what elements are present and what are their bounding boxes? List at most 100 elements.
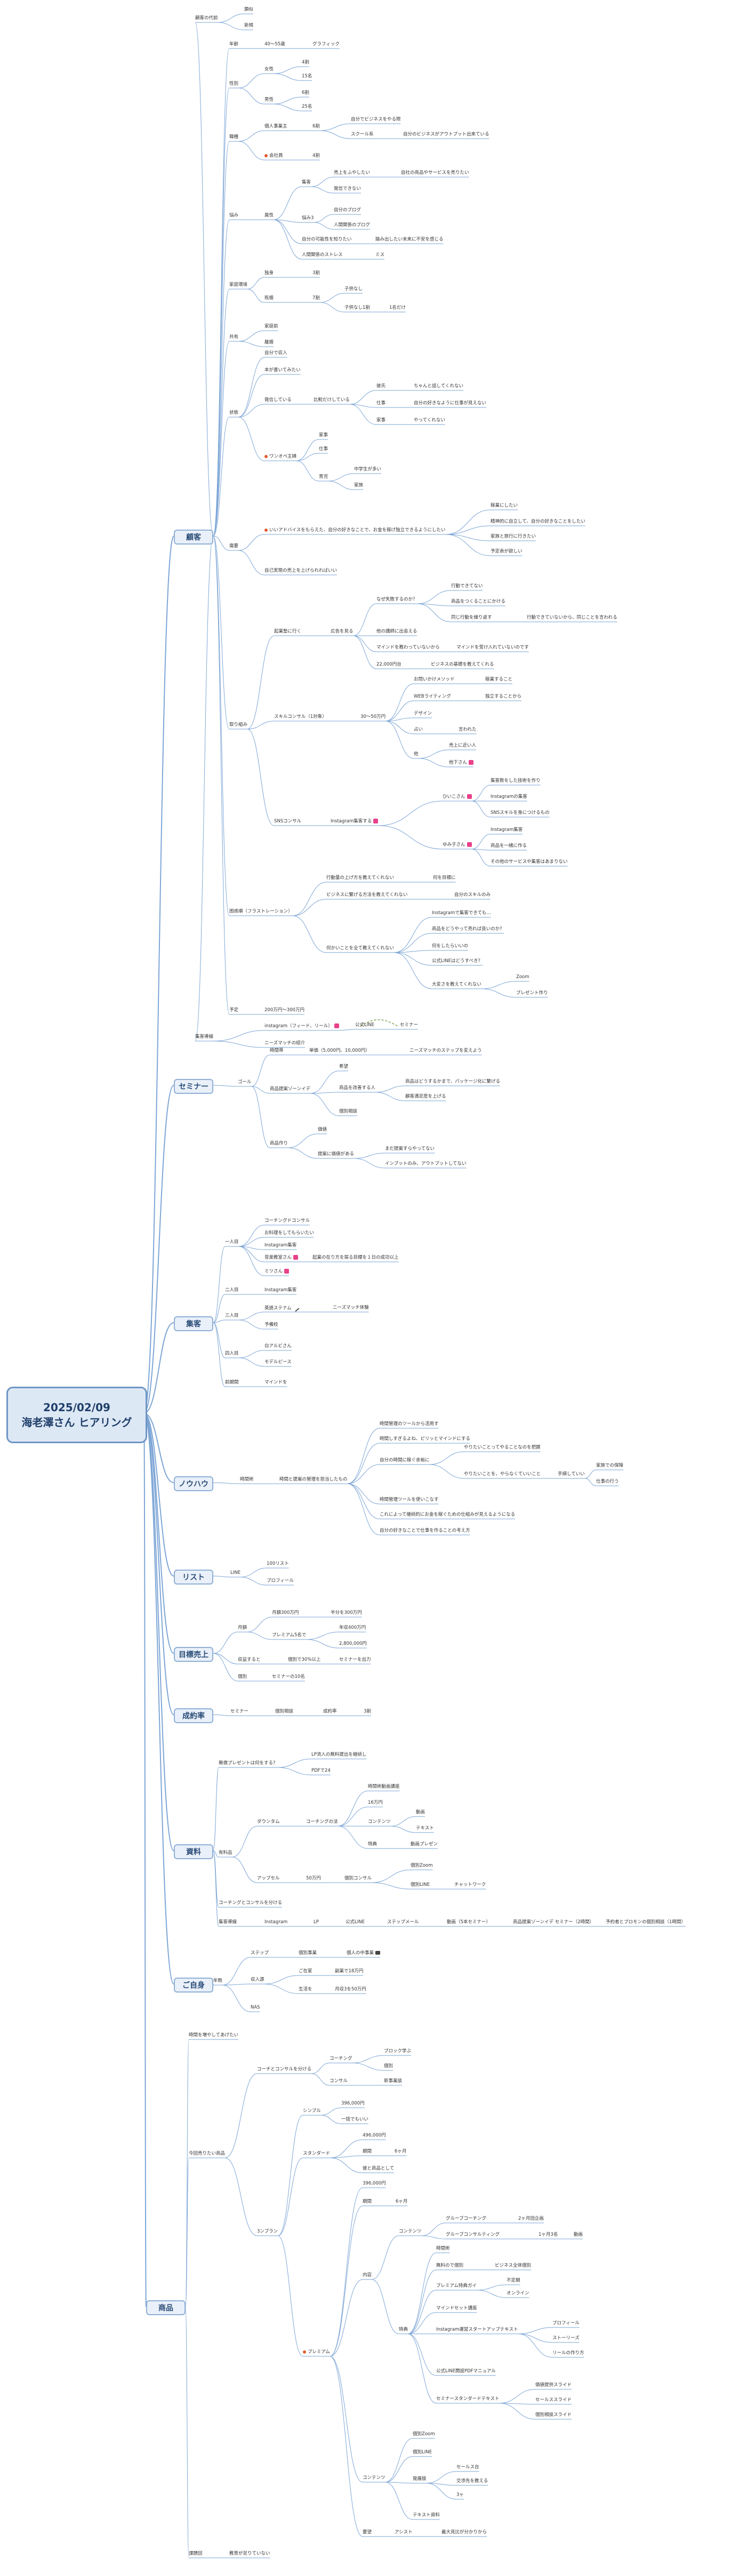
node-p2b1a[interactable]: 396,000円 xyxy=(341,2101,365,2107)
node-k8d3[interactable]: 育児 xyxy=(319,474,328,480)
node-d2b1[interactable]: 50万円 xyxy=(306,1876,321,1882)
node-k11c5[interactable]: 大変さを教えてくれない xyxy=(432,982,481,988)
node-k10c1[interactable]: Instagram集客する xyxy=(331,819,379,825)
node-p2b3d[interactable]: コンテンツ xyxy=(363,2475,385,2481)
node-kn1a5[interactable]: これによって継続的にお金を稼ぐための仕組みが見えるようになる xyxy=(380,1512,515,1518)
category-shukyaku[interactable]: 集客 xyxy=(174,1316,213,1331)
node-l1b[interactable]: プロフィール xyxy=(267,1578,294,1584)
node-kn1a3b1a[interactable]: 家族での保障 xyxy=(596,1463,623,1469)
node-k8c[interactable]: 発信している xyxy=(264,397,292,403)
node-sh2a[interactable]: Instagram集客 xyxy=(264,1287,296,1293)
node-s1d[interactable]: セミナー xyxy=(400,1022,418,1028)
node-k5d1[interactable]: 踏み出したい未来に不安を感じる xyxy=(375,237,444,243)
node-k9a[interactable]: いいアドバイスをもらえた、自分の好きなことで、お金を稼げ独立できるようにしたい xyxy=(264,527,445,533)
node-t1a[interactable]: 月額300万円 xyxy=(272,1610,299,1616)
node-d2a1a[interactable]: 時間術動画講座 xyxy=(368,1784,400,1790)
node-m1b[interactable]: 商品提案ゾーンイデ xyxy=(270,1086,310,1092)
node-k3b1[interactable]: 6割 xyxy=(302,90,309,96)
node-d1a[interactable]: LP流入の無料提出を継続し xyxy=(311,1752,366,1758)
node-p2b[interactable]: 3ンプラン xyxy=(257,2229,278,2235)
node-k10a5[interactable]: 22,000円台 xyxy=(376,662,401,668)
node-g1a[interactable]: ステップ xyxy=(251,1950,269,1956)
node-k12a[interactable]: 200万円〜300万円 xyxy=(264,1007,304,1013)
node-d2a1[interactable]: コーチングの法 xyxy=(306,1819,338,1825)
node-g1b2a[interactable]: 月収3を50万円 xyxy=(335,1987,366,1993)
node-kn1a3b1b[interactable]: 仕事の行う xyxy=(596,1479,619,1485)
node-g1b2[interactable]: 生活を xyxy=(299,1987,312,1993)
node-p2b3a[interactable]: 396,000円 xyxy=(363,2181,386,2187)
node-t1b[interactable]: プレミアム5名で xyxy=(272,1633,306,1638)
node-k6a[interactable]: 独身 xyxy=(264,270,274,276)
node-k5e[interactable]: 人間関係のストレス xyxy=(302,252,343,258)
node-k5c2[interactable]: 人間関係のブログ xyxy=(334,222,370,228)
node-d2b2b[interactable]: 個別LINE xyxy=(411,1882,430,1888)
node-p2a1b[interactable]: 個別 xyxy=(384,2063,393,2069)
node-k11c[interactable]: 何かいことを全て教えてくれない xyxy=(326,946,394,951)
node-p2b3c2g3[interactable]: 個別相談スライド xyxy=(535,2412,572,2418)
node-p3a[interactable]: 教育が足りていない xyxy=(229,2551,270,2557)
node-k4a[interactable]: 個人事業主 xyxy=(264,124,287,130)
node-k8d[interactable]: ワンオペ主婦 xyxy=(264,454,296,460)
node-m1b2a[interactable]: 商品はどうするかまで、パッケージ化に繋げる xyxy=(405,1079,500,1085)
node-m1[interactable]: ゴール xyxy=(238,1079,252,1085)
node-d2a1c2[interactable]: テキスト xyxy=(416,1826,434,1831)
node-k4a1a[interactable]: 自分でビジネスをやる際 xyxy=(351,117,401,123)
node-g1c[interactable]: NAS xyxy=(251,2005,260,2011)
node-k9a4[interactable]: 予定表が欲しい xyxy=(491,549,523,555)
node-p2b3c1a1[interactable]: 2ヶ月回企画 xyxy=(518,2216,544,2222)
node-d3[interactable]: コーチングとコンサルを分ける xyxy=(219,1900,282,1906)
node-k5b[interactable]: 集客 xyxy=(302,180,311,186)
node-k11c3[interactable]: 何をしたらいいの xyxy=(432,943,468,949)
node-k5a[interactable]: 属性 xyxy=(264,213,274,219)
node-p2b3c2g[interactable]: セミナースタンダードテキスト xyxy=(436,2396,499,2402)
node-g1b1a[interactable]: 副業で18万円 xyxy=(335,1969,363,1974)
node-k10b1[interactable]: 30〜50万円 xyxy=(360,714,385,720)
node-t1a1[interactable]: 半分を300万円 xyxy=(331,1610,362,1616)
node-k3a1[interactable]: 4割 xyxy=(302,60,309,66)
category-list[interactable]: リスト xyxy=(174,1570,213,1585)
node-k12[interactable]: 予定 xyxy=(229,1007,238,1013)
node-k6b1[interactable]: 7割 xyxy=(312,295,320,301)
node-s1b[interactable]: 公式LINE xyxy=(355,1022,374,1028)
node-p2b3c2c2[interactable]: オンライン xyxy=(507,2291,529,2297)
node-p2b3d1[interactable]: 個別Zoom xyxy=(413,2431,435,2437)
node-d2a1c[interactable]: コンテンツ xyxy=(368,1819,391,1825)
node-d2b2a[interactable]: 個別Zoom xyxy=(411,1863,433,1869)
node-k7a[interactable]: 家庭前 xyxy=(264,324,278,330)
node-k8a[interactable]: 自分で収入 xyxy=(264,350,287,356)
node-k2a[interactable]: 40〜55歳 xyxy=(264,42,285,47)
node-g1b1[interactable]: ご在家 xyxy=(299,1969,312,1974)
node-p2b3c1b[interactable]: グループコンサルティング xyxy=(446,2232,500,2238)
node-k10c3c[interactable]: その他のサービスや集客はあまりない xyxy=(491,859,568,865)
node-k8d2[interactable]: 仕事 xyxy=(319,446,328,452)
node-k10b6a[interactable]: 売上に近い人 xyxy=(449,743,476,749)
node-sh1c[interactable]: Instagram集客 xyxy=(264,1243,296,1249)
node-p2b3d4[interactable]: テキスト資料 xyxy=(413,2513,440,2518)
node-p2b2a[interactable]: 496,000円 xyxy=(363,2133,386,2139)
node-m1a1[interactable]: 単価（5,000円、10,000円） xyxy=(309,1048,370,1054)
node-k2b[interactable]: グラフィック xyxy=(312,42,340,47)
node-k10c2b[interactable]: Instagramの集客 xyxy=(491,794,527,800)
node-p2b3e1a[interactable]: 最大見比が分かりから xyxy=(441,2530,487,2535)
node-k10b2a[interactable]: 稼業すること xyxy=(485,677,512,683)
node-k5d[interactable]: 自分の可能性を知りたい xyxy=(302,237,352,243)
node-k10b3a[interactable]: 独立することから xyxy=(485,694,521,700)
node-k5b1[interactable]: 売上をふやしたい xyxy=(334,170,370,176)
node-k10a[interactable]: 起業塾に行く xyxy=(274,629,301,635)
node-g1[interactable]: 年数 xyxy=(213,1978,222,1984)
node-p2b2c[interactable]: 彼と商品として xyxy=(363,2166,394,2172)
node-d4c[interactable]: 公式LINE xyxy=(346,1919,365,1925)
node-k5[interactable]: 悩み xyxy=(229,213,238,219)
node-d4f[interactable]: 商品提案ゾーンイデ セミナー（2時間） xyxy=(513,1919,594,1925)
node-d2b[interactable]: アップセル xyxy=(257,1876,280,1882)
node-kn1a2[interactable]: 時間しすぎるよね、ピリッとマインドにする xyxy=(380,1436,470,1442)
node-k11c1[interactable]: Instagramで集客できても… xyxy=(432,910,491,916)
node-d4[interactable]: 集客導線 xyxy=(219,1919,237,1925)
node-k6b1c[interactable]: 1名だけ xyxy=(389,305,406,311)
node-p2b3c2g1[interactable]: 価値提供スライド xyxy=(535,2382,572,2388)
node-p2b3c1[interactable]: コンテンツ xyxy=(399,2229,422,2235)
node-k5e1[interactable]: ミス xyxy=(375,252,384,258)
node-s1c[interactable]: ニーズマッチの紹介 xyxy=(264,1041,305,1046)
node-sh1d[interactable]: 音楽教室さん xyxy=(264,1255,299,1261)
category-kokyaku[interactable]: 顧客 xyxy=(174,530,213,545)
